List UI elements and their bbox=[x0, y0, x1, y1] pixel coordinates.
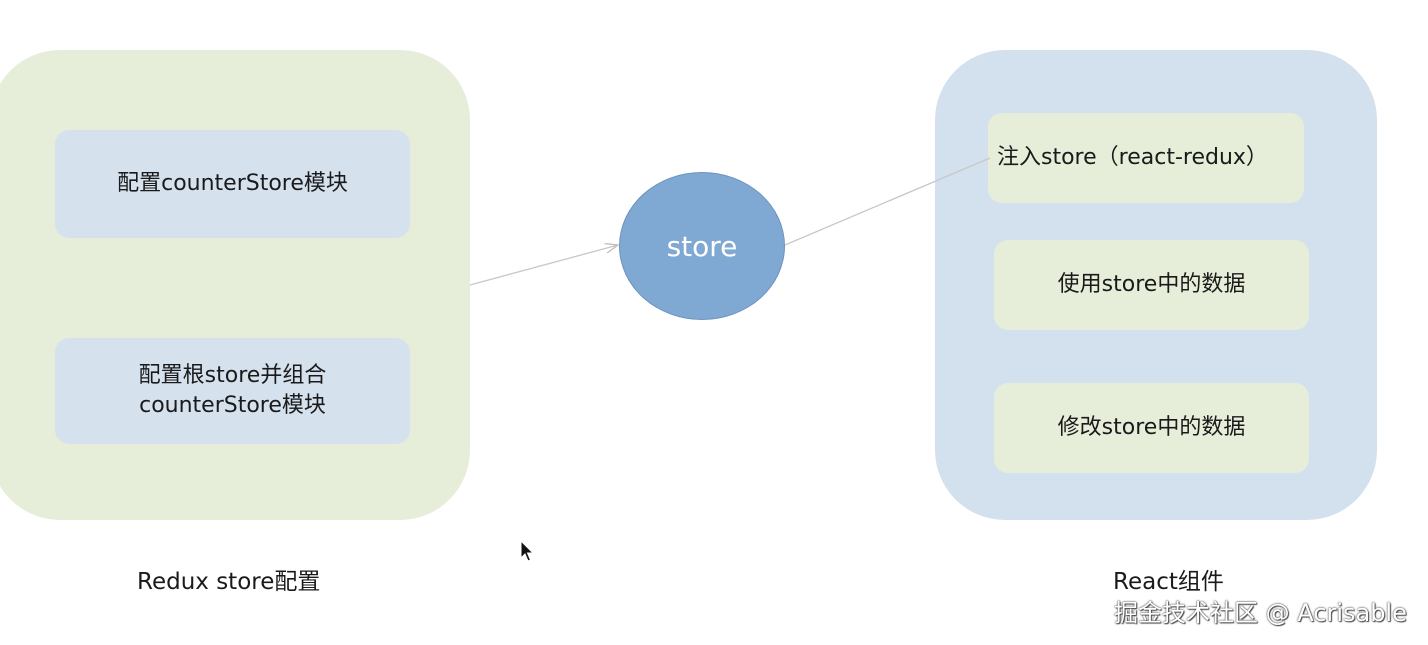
config-counter-store-box: 配置counterStore模块 bbox=[55, 130, 410, 238]
config-root-store-line1: 配置根store并组合 bbox=[138, 363, 327, 388]
watermark: 掘金技术社区 @ Acrisable bbox=[1114, 599, 1407, 627]
config-counter-store-label: 配置counterStore模块 bbox=[117, 171, 348, 196]
modify-store-data-label: 修改store中的数据 bbox=[1057, 415, 1246, 440]
arrow-config-to-store bbox=[469, 245, 618, 286]
redux-store-config-panel bbox=[0, 50, 470, 520]
store-node: store bbox=[619, 172, 785, 320]
redux-store-config-caption: Redux store配置 bbox=[137, 569, 321, 595]
mouse-pointer-icon bbox=[520, 540, 534, 562]
modify-store-data-box: 修改store中的数据 bbox=[994, 383, 1309, 473]
config-root-store-line2: counterStore模块 bbox=[139, 393, 326, 418]
react-component-caption: React组件 bbox=[1113, 569, 1224, 595]
store-node-label: store bbox=[666, 229, 738, 263]
use-store-data-label: 使用store中的数据 bbox=[1057, 272, 1246, 297]
use-store-data-box: 使用store中的数据 bbox=[994, 240, 1309, 330]
inject-store-box: 注入store（react-redux） bbox=[988, 113, 1304, 203]
inject-store-label: 注入store（react-redux） bbox=[997, 145, 1268, 170]
config-root-store-box: 配置根store并组合 counterStore模块 bbox=[55, 338, 410, 444]
config-root-store-label: 配置根store并组合 counterStore模块 bbox=[139, 361, 327, 421]
